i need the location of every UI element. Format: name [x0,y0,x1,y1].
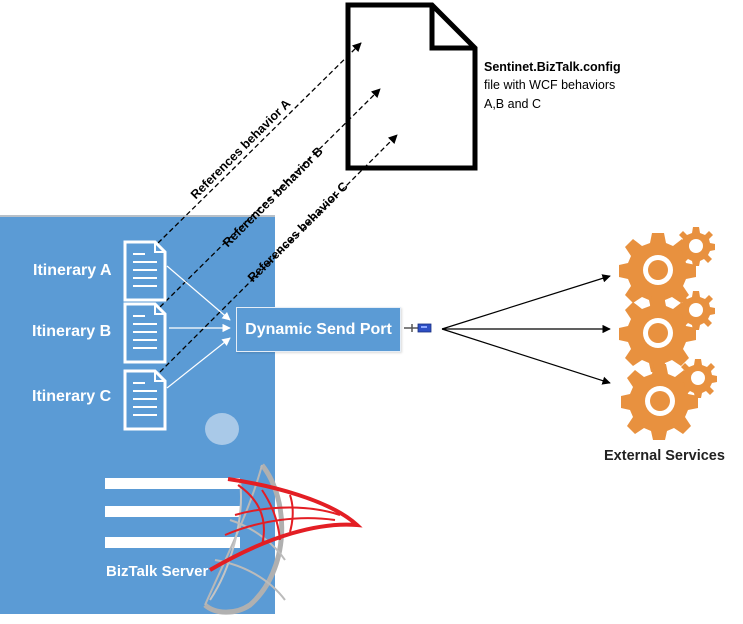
itinerary-c-label: Itinerary C [32,388,112,405]
port-connector-icon [404,323,432,333]
server-bar-1 [105,478,240,489]
itinerary-a-document-icon [123,240,167,302]
config-file-behaviors: A,B and C [484,97,541,111]
external-services-label: External Services [604,448,725,464]
dynamic-send-port-label: Dynamic Send Port [245,320,392,338]
server-bar-2 [105,506,240,517]
config-document-icon [345,2,478,171]
itinerary-b-label: Itinerary B [32,323,112,340]
dynamic-send-port: Dynamic Send Port [236,307,401,352]
sql-server-logo [203,463,363,615]
biztalk-server-label: BizTalk Server [106,563,209,580]
server-bar-3 [105,537,240,548]
reference-arrow-b [159,88,381,308]
flow-arrow-c [166,337,231,389]
config-file-title: Sentinet.BizTalk.config [484,60,621,74]
external-service-1-gears-icon [619,227,715,309]
itinerary-c-document-icon [123,369,167,431]
service-arrow-3 [441,328,611,385]
itinerary-b-document-icon [123,302,167,364]
itinerary-a-label: Itinerary A [33,262,112,279]
external-service-3-gears-icon [621,359,717,440]
config-file-description: file with WCF behaviors [484,78,616,92]
service-arrow-1 [441,274,611,330]
flow-arrow-a [166,265,231,321]
server-indicator-light [205,413,239,445]
